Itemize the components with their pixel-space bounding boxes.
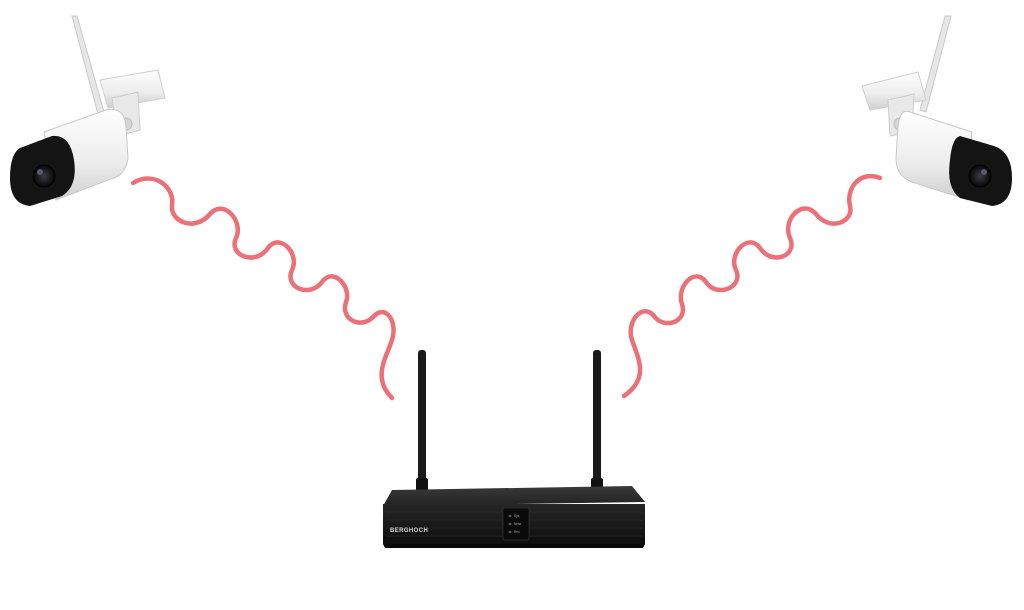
nvr-antenna-left xyxy=(418,350,426,490)
led-label-netw: Netw xyxy=(514,522,522,526)
nvr-recorder: BERGHOCH Sys Netw Rec xyxy=(383,350,645,548)
camera-right-lens xyxy=(968,164,992,188)
nvr-top xyxy=(383,486,645,506)
nvr-brand-label: BERGHOCH xyxy=(390,528,428,534)
nvr-antenna-right xyxy=(593,350,601,490)
camera-right xyxy=(861,15,1012,206)
camera-left xyxy=(10,15,166,206)
led-label-sys: Sys xyxy=(514,514,520,518)
camera-right-antenna xyxy=(919,15,952,113)
led-label-rec: Rec xyxy=(514,530,520,534)
led-netw xyxy=(508,522,512,526)
led-sys xyxy=(508,514,512,518)
signal-wave-right xyxy=(621,174,883,399)
camera-left-lens xyxy=(32,164,56,188)
led-rec xyxy=(508,530,512,534)
camera-left-antenna xyxy=(71,15,105,115)
signal-wave-left xyxy=(130,176,396,401)
